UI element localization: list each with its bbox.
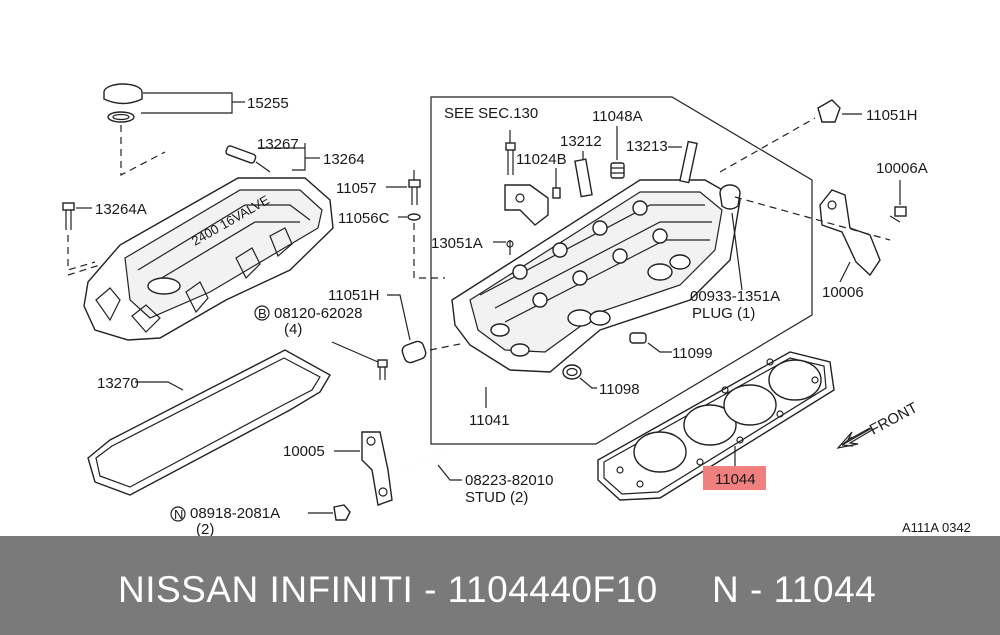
label-11098: 11098 xyxy=(599,381,640,398)
camshaft-bracket xyxy=(504,184,549,226)
label-00933: 00933-1351A xyxy=(690,288,780,305)
small-stud xyxy=(506,240,514,255)
label-08918-qty: (2) xyxy=(196,521,214,536)
head-stud-bolt xyxy=(377,359,388,380)
b-marker: B xyxy=(254,305,270,321)
label-11048a: 11048A xyxy=(592,108,643,125)
diagram-code: A111A 0342 xyxy=(902,520,971,535)
label-11099: 11099 xyxy=(672,345,713,362)
highlight-box xyxy=(703,466,766,490)
flange-nut xyxy=(333,504,351,521)
valve-guide xyxy=(574,158,593,198)
label-11057: 11057 xyxy=(336,180,377,197)
rubber-plug-top xyxy=(817,99,841,123)
valve-cover xyxy=(83,177,334,341)
front-label: FRONT xyxy=(867,399,921,438)
label-10006a: 10006A xyxy=(876,160,928,177)
label-10005: 10005 xyxy=(283,443,325,460)
n-marker: N xyxy=(170,506,186,522)
label-13212: 13212 xyxy=(560,133,602,150)
label-08223: 08223-82010 xyxy=(465,472,553,489)
label-13270: 13270 xyxy=(97,375,139,392)
valve-cover-gasket xyxy=(87,349,331,496)
label-08120-qty: (4) xyxy=(284,321,302,338)
engine-bracket xyxy=(819,189,881,277)
label-08120: 08120-62028 xyxy=(274,305,362,322)
label-13213: 13213 xyxy=(626,138,668,155)
dowel-pin xyxy=(679,140,698,184)
footer-bar: NISSAN INFINITI - 1104440F10 N - 11044 xyxy=(0,536,1000,635)
cylinder-head-outline xyxy=(430,96,813,445)
stud xyxy=(404,454,441,471)
svg-text:B: B xyxy=(258,306,267,321)
valve-seal xyxy=(610,162,625,179)
stud-bolt-top xyxy=(505,142,516,175)
see-section-note: SEE SEC.130 xyxy=(444,105,538,122)
bracket-bolt xyxy=(889,206,907,223)
front-arrow xyxy=(836,427,873,449)
label-13051a: 13051A xyxy=(431,235,483,252)
footer-part-code: N - 11044 xyxy=(712,569,877,610)
label-13267: 13267 xyxy=(257,136,299,153)
label-stud: STUD (2) xyxy=(465,489,528,506)
footer-part-number: NISSAN INFINITI - 1104440F10 xyxy=(118,569,658,610)
label-11044: 11044 xyxy=(715,471,756,488)
label-08918: 08918-2081A xyxy=(190,505,280,522)
rubber-plug-lower xyxy=(401,340,427,364)
label-11056c: 11056C xyxy=(338,210,390,227)
label-15255: 15255 xyxy=(247,95,289,112)
o-ring-11098 xyxy=(562,364,582,380)
label-11041: 11041 xyxy=(469,412,510,429)
svg-text:N: N xyxy=(174,507,183,522)
label-13264: 13264 xyxy=(323,151,365,168)
oil-filler-cap xyxy=(103,83,143,123)
cover-bolt xyxy=(62,202,75,230)
label-11051h-lower: 11051H xyxy=(328,287,379,304)
lifting-bracket xyxy=(361,431,393,506)
head-gasket xyxy=(597,351,835,501)
label-11051h-top: 11051H xyxy=(866,107,917,124)
label-11024b: 11024B xyxy=(516,151,567,168)
cylinder-head xyxy=(451,179,741,373)
plug-11099 xyxy=(629,332,647,344)
pcv-tube xyxy=(225,145,271,173)
head-bolt xyxy=(408,170,421,205)
parts-diagram: 15255 2400 16VALVE 13267 13264 13264A 13… xyxy=(62,83,971,536)
label-plug: PLUG (1) xyxy=(692,305,755,322)
label-10006: 10006 xyxy=(822,284,864,301)
label-13264a: 13264A xyxy=(95,201,147,218)
